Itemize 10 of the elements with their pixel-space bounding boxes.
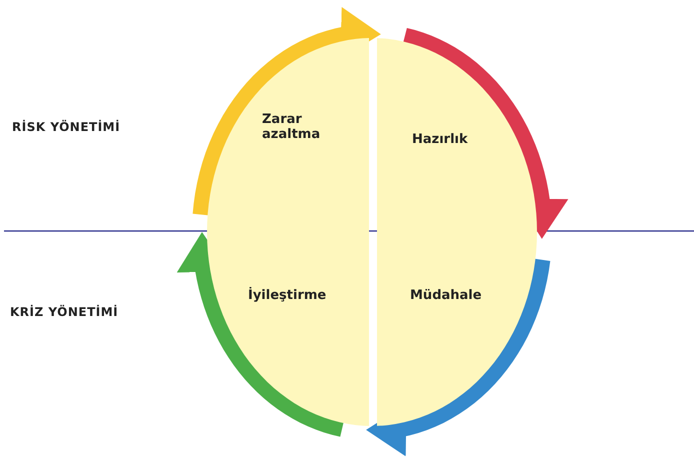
curved-arrow xyxy=(402,28,568,240)
curved-arrow xyxy=(192,7,382,216)
phase-label: Zarar azaltma xyxy=(262,113,322,143)
curved-arrow xyxy=(364,258,550,456)
curved-arrow xyxy=(176,231,345,437)
section-label: RİSK YÖNETİMİ xyxy=(12,120,120,134)
phase-label: Müdahale xyxy=(410,289,483,304)
phase-label: İyileştirme xyxy=(248,289,328,304)
phase-label: Hazırlık xyxy=(412,133,469,148)
section-label: KRİZ YÖNETİMİ xyxy=(10,305,118,319)
